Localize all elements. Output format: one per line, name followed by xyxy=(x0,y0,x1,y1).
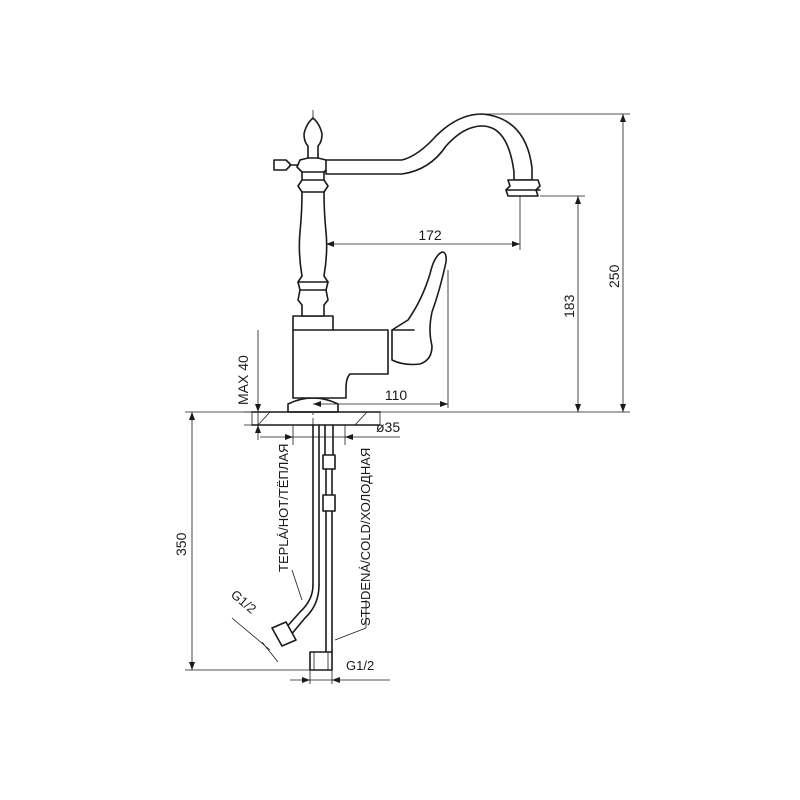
hose-length-label: 350 xyxy=(173,532,189,556)
dimension-outlet-height: 183 xyxy=(380,195,585,413)
thread-hot-callout: G1/2 xyxy=(228,587,279,663)
reach-label: 172 xyxy=(418,227,442,243)
max-thickness-label: MAX 40 xyxy=(235,355,251,405)
thread-cold-callout: G1/2 xyxy=(290,658,390,684)
dimension-hose-length: 350 xyxy=(173,411,310,671)
thread-cold-label: G1/2 xyxy=(346,658,374,673)
diameter-label: ø35 xyxy=(376,419,400,435)
cold-hose-label: STUDENÁ/COLD/ХОЛОДНАЯ xyxy=(358,448,373,626)
faucet-body xyxy=(251,110,541,426)
hot-label-group: TEPLÁ/HOT/ТЁПЛАЯ xyxy=(276,444,303,601)
outlet-height-label: 183 xyxy=(561,294,577,318)
dimension-total-height: 250 xyxy=(482,113,630,413)
dimension-lever: 110 xyxy=(313,270,449,408)
supply-hoses xyxy=(271,424,336,671)
dimension-max-thickness: MAX 40 xyxy=(235,330,288,440)
dimension-diameter: ø35 xyxy=(260,419,400,445)
thread-hot-label: G1/2 xyxy=(228,587,259,617)
cold-label-group: STUDENÁ/COLD/ХОЛОДНАЯ xyxy=(334,448,373,641)
total-height-label: 250 xyxy=(606,264,622,288)
hot-hose-label: TEPLÁ/HOT/ТЁПЛАЯ xyxy=(276,444,291,572)
lever-label: 110 xyxy=(385,387,408,403)
dimension-reach: 172 xyxy=(326,196,521,250)
